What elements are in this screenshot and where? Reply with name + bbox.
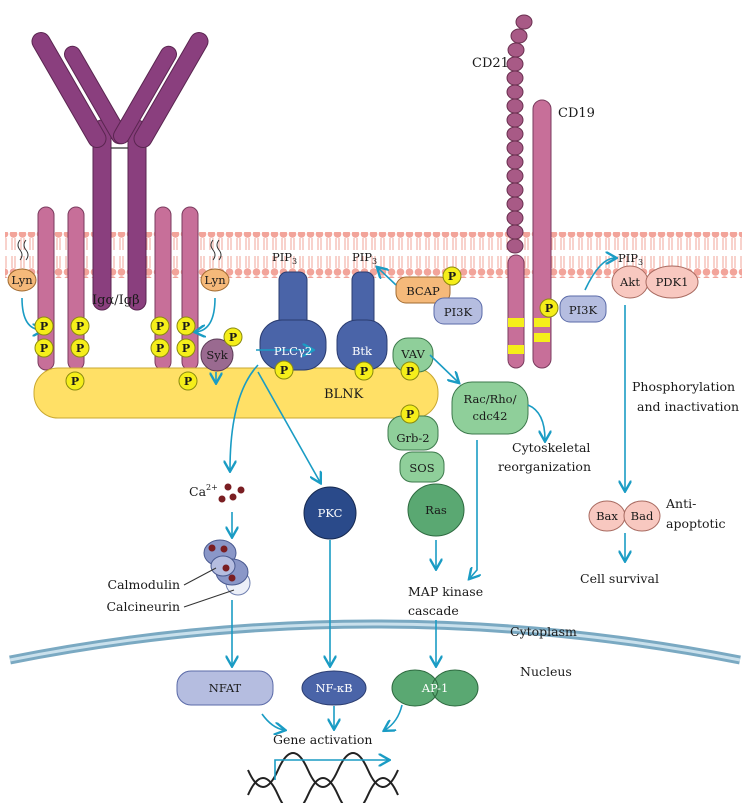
svg-text:P: P — [76, 342, 84, 355]
cd21-beads — [506, 14, 533, 254]
label-anti2: apoptotic — [666, 516, 726, 531]
label-cytoplasm: Cytoplasm — [510, 624, 577, 639]
label-grb2: Grb-2 — [396, 431, 429, 445]
calcium-ions — [218, 483, 245, 503]
svg-text:P: P — [182, 320, 190, 333]
iga-igb-chains — [37, 206, 199, 371]
svg-text:P: P — [406, 365, 414, 378]
svg-text:P: P — [360, 365, 368, 378]
svg-text:P: P — [229, 331, 237, 344]
label-ca: Ca2+ — [189, 483, 218, 499]
svg-text:P: P — [182, 342, 190, 355]
calmodulin-calcineurin — [203, 539, 251, 596]
pkc — [303, 486, 357, 540]
svg-text:P: P — [156, 320, 164, 333]
lyn-left — [7, 239, 37, 292]
pi3k-right — [559, 295, 607, 323]
label-bcap: BCAP — [406, 284, 440, 298]
label-rac: Rac/Rho/ — [464, 392, 517, 406]
svg-text:P: P — [448, 270, 456, 283]
label-pip3-2: PIP3 — [352, 250, 377, 266]
label-iga-igb: Igα/Igβ — [92, 293, 140, 308]
label-sos: SOS — [409, 461, 434, 475]
svg-text:P: P — [40, 320, 48, 333]
svg-text:P: P — [406, 408, 414, 421]
svg-text:P: P — [280, 364, 288, 377]
label-phos2: and inactivation — [637, 399, 739, 414]
label-pkc: PKC — [318, 506, 343, 520]
label-cd21: CD21 — [472, 56, 509, 71]
label-bax: Bax — [596, 509, 618, 523]
pi3k-left — [433, 297, 483, 325]
svg-text:P: P — [156, 342, 164, 355]
ras — [407, 483, 465, 537]
phospho-group — [34, 266, 559, 424]
nfkb — [301, 670, 367, 706]
bad — [623, 500, 661, 532]
rac-rho-cdc42 — [451, 381, 529, 435]
label-calcineurin: Calcineurin — [106, 599, 180, 614]
label-blnk: BLNK — [324, 387, 364, 402]
phospho-labels: P P P P P P P P P P P P P P P P P — [40, 270, 553, 421]
label-phos1: Phosphorylation — [632, 379, 735, 394]
pdk1 — [645, 265, 699, 299]
bcr-immunoglobulin — [31, 32, 209, 311]
label-lyn-right: Lyn — [204, 273, 226, 287]
label-bad: Bad — [631, 509, 654, 523]
ap1 — [391, 669, 479, 707]
label-syk: Syk — [206, 348, 228, 362]
label-map1: MAP kinase — [408, 584, 483, 599]
label-pip3-3: PIP3 — [618, 251, 643, 267]
label-gene-activation: Gene activation — [273, 732, 372, 747]
svg-text:P: P — [40, 342, 48, 355]
plcg2 — [259, 271, 327, 371]
label-pi3k-left: PI3K — [444, 305, 473, 319]
label-plcg2: PLCγ2 — [274, 344, 312, 358]
sos — [399, 451, 445, 483]
bcap — [395, 276, 451, 304]
label-nucleus: Nucleus — [520, 664, 572, 679]
label-pi3k-right: PI3K — [569, 303, 598, 317]
label-pdk1: PDK1 — [656, 275, 689, 289]
svg-text:P: P — [184, 375, 192, 388]
label-ras: Ras — [425, 503, 447, 517]
label-nfkb: NF-κB — [315, 681, 352, 695]
label-akt: Akt — [619, 275, 640, 289]
label-map2: cascade — [408, 603, 459, 618]
label-calmodulin: Calmodulin — [108, 577, 181, 592]
label-btk: Btk — [352, 344, 373, 358]
label-vav: VAV — [400, 347, 425, 361]
svg-text:P: P — [76, 320, 84, 333]
label-ap1: AP-1 — [421, 681, 449, 695]
label-anti1: Anti- — [665, 496, 696, 511]
label-survival: Cell survival — [580, 571, 659, 586]
syk — [200, 338, 234, 372]
label-nfat: NFAT — [209, 681, 242, 695]
cd19 — [532, 99, 552, 369]
label-pip3-1: PIP3 — [272, 250, 297, 266]
svg-text:P: P — [545, 302, 553, 315]
label-lyn-left: Lyn — [11, 273, 33, 287]
label-cdc42: cdc42 — [473, 409, 508, 423]
cd21-tail — [507, 254, 525, 369]
lyn-right — [200, 239, 230, 292]
nfat — [176, 670, 274, 706]
blnk-scaffold — [33, 367, 439, 419]
label-cyto2: reorganization — [498, 459, 591, 474]
label-cd19: CD19 — [558, 106, 595, 121]
svg-text:P: P — [71, 375, 79, 388]
btk — [336, 271, 388, 371]
label-cyto1: Cytoskeletal — [512, 440, 590, 455]
